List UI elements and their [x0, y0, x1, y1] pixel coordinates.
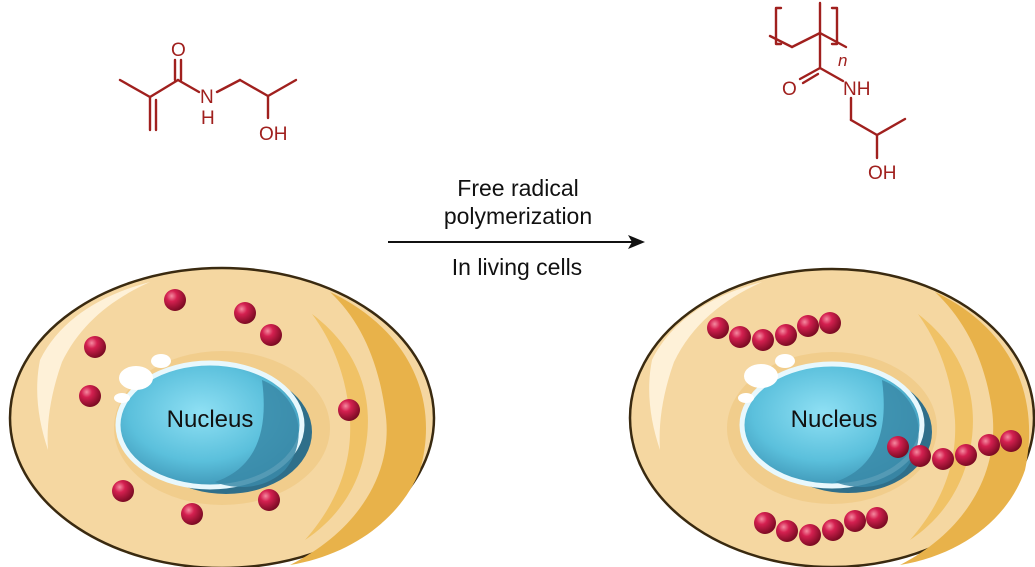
polymer-bead [932, 448, 954, 470]
left-vesicle-large [119, 366, 153, 390]
right-cell-shading [900, 292, 1030, 565]
polymer-hydroxyl: OH [868, 163, 897, 184]
polymer-bead [822, 519, 844, 541]
polymer-chain-top [707, 312, 841, 351]
polymer-bead [844, 510, 866, 532]
monomer-bead [164, 289, 186, 311]
left-nucleus-dark-lobe [215, 380, 299, 487]
polymer-bead [866, 507, 888, 529]
right-cell-highlight [649, 282, 762, 450]
left-vesicle-small [114, 393, 130, 403]
right-vesicle-small [738, 393, 754, 403]
polymer-bead [776, 520, 798, 542]
polymer-right-bracket [830, 6, 839, 46]
polymer-repeat-subscript: n [838, 51, 847, 70]
polymer-bead [797, 315, 819, 337]
reaction-arrow-group: Free radical polymerization In living ce… [388, 175, 645, 280]
right-vesicle-medium [775, 354, 795, 368]
polymer-amide-nh: NH [843, 79, 870, 100]
polymer-bead [955, 444, 977, 466]
left-cell: Nucleus [8, 266, 436, 567]
polymer-bead [754, 512, 776, 534]
polymer-structure: n O NH OH [768, 1, 907, 184]
reaction-label-line1: Free radical [457, 175, 578, 201]
monomer-carbonyl-oxygen: O [171, 40, 186, 61]
monomer-bead [338, 399, 360, 421]
left-cell-highlight [37, 282, 150, 450]
left-nucleus-label: Nucleus [167, 406, 254, 433]
monomer-bead [260, 324, 282, 346]
polymer-left-bracket [774, 6, 783, 46]
reaction-label-line2: polymerization [444, 203, 592, 229]
polymer-bead [819, 312, 841, 334]
polymer-bead [775, 324, 797, 346]
left-cell-shading [290, 292, 426, 565]
polymer-chain-middle [887, 430, 1022, 470]
left-monomer-beads [79, 289, 360, 525]
monomer-hydroxyl: OH [259, 124, 288, 145]
left-cell-inner-shading [305, 314, 368, 540]
monomer-bead [234, 302, 256, 324]
polymer-bead [887, 436, 909, 458]
right-cell-inner-shading [910, 314, 973, 540]
right-nucleus-label: Nucleus [791, 406, 878, 433]
polymer-bead [729, 326, 751, 348]
polymer-bead [1000, 430, 1022, 452]
right-cell: Nucleus [628, 267, 1035, 567]
polymer-bead [799, 524, 821, 546]
polymer-carbonyl-oxygen: O [782, 79, 797, 100]
monomer-bead [181, 503, 203, 525]
polymer-bead [978, 434, 1000, 456]
polymer-bead [752, 329, 774, 351]
monomer-amide-nitrogen: N [200, 87, 214, 108]
reaction-condition-label: In living cells [452, 254, 582, 280]
left-vesicle-medium [151, 354, 171, 368]
right-vesicle-large [744, 364, 778, 388]
monomer-bead [112, 480, 134, 502]
right-nucleus-dark-lobe [835, 380, 919, 487]
monomer-structure: O N H OH [118, 40, 298, 145]
monomer-amide-hydrogen: H [201, 108, 215, 129]
monomer-bead [79, 385, 101, 407]
reaction-arrow-head [628, 235, 645, 249]
polymer-chain-bottom [754, 507, 888, 546]
polymer-bead [707, 317, 729, 339]
monomer-bead [258, 489, 280, 511]
polymer-bead [909, 445, 931, 467]
monomer-bead [84, 336, 106, 358]
